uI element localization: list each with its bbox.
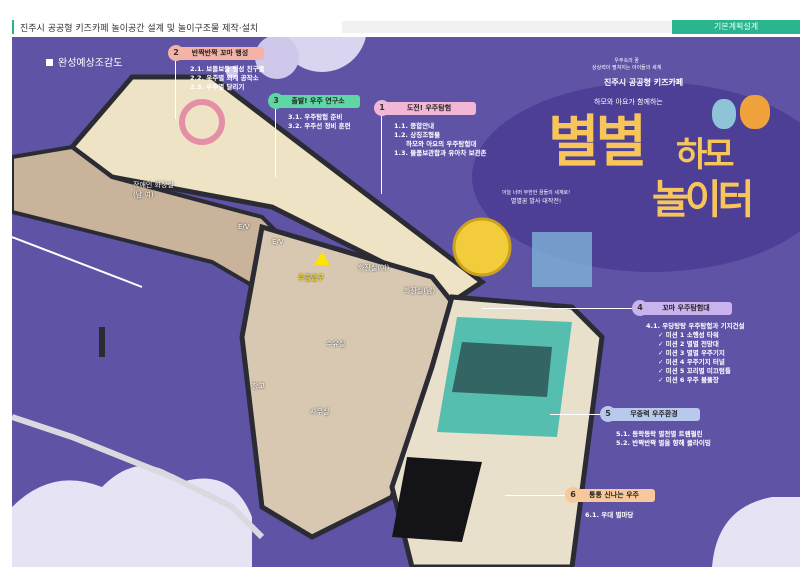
render-panel: 완성예상조감도 장애인 화장실 (남 여) E/V E/V 주출입구 화장실(여)… <box>12 37 800 567</box>
callout-title: 반짝반짝 꼬마 행성 <box>176 47 264 60</box>
callout-number: 2 <box>168 45 184 61</box>
header-strip <box>342 21 672 33</box>
room-restroom-m: 화장실(남) <box>404 287 436 295</box>
planet-tower <box>452 217 512 277</box>
logo-backdrop <box>472 82 800 272</box>
room-label: 장애인 화장실 <box>133 181 174 189</box>
callout-title: 출발! 우주 연구소 <box>276 95 360 108</box>
room-ev-2: E/V <box>272 238 284 246</box>
cloud-right <box>712 497 800 567</box>
decor-planet <box>278 37 366 72</box>
callout-title: 도전! 우주탐험 <box>382 102 476 115</box>
room-nursing: 수유실 <box>326 340 346 348</box>
callout-title: 통통 신나는 우주 <box>573 489 655 502</box>
building-render <box>12 37 800 567</box>
room-ev-1: E/V <box>238 223 250 231</box>
logo-sub: 하모와 아요가 함께하는 <box>594 98 663 106</box>
room-label-sub: (남 여) <box>133 191 154 199</box>
ball-pool <box>532 232 592 287</box>
header: 진주시 공공형 키즈카페 놀이공간 설계 및 놀이구조물 제작·설치 기본계획설… <box>12 20 800 34</box>
logo-title-1: 별별 <box>548 110 647 175</box>
header-accent-bar <box>12 20 14 34</box>
callout-number: 3 <box>268 93 284 109</box>
cloud-left <box>12 465 252 567</box>
callout-title: 꼬마 우주탐험대 <box>640 302 732 315</box>
callout-number: 6 <box>565 487 581 503</box>
room-restroom-f: 화장실(여) <box>358 264 390 272</box>
document-title: 진주시 공공형 키즈카페 놀이공간 설계 및 놀이구조물 제작·설치 <box>20 24 259 34</box>
logo-title-3: 놀이터 <box>652 177 754 223</box>
room-accessible-restroom: 장애인 화장실 (남 여) <box>133 180 174 200</box>
stage-badge: 기본계획설계 <box>672 20 800 34</box>
mascot-ayo-icon <box>740 95 770 129</box>
callout-title: 무중력 우주환경 <box>608 408 700 421</box>
logo-title-2: 하모 <box>676 135 735 175</box>
callout-items: 6.1. 우대 별마당 <box>585 511 634 519</box>
room-office: 사무실 <box>310 408 330 416</box>
callout-number: 4 <box>632 300 648 316</box>
entrance-triangle <box>314 252 330 265</box>
callout-number: 5 <box>600 406 616 422</box>
room-entrance: 주출입구 <box>298 274 324 282</box>
rainbow-arch <box>179 99 225 145</box>
logo-org: 진주시 공공형 키즈카페 <box>604 78 684 87</box>
railing <box>12 414 265 540</box>
mascot-hamo-icon <box>712 99 736 129</box>
logo-slogan: 아늘 너머 무한한 꿈들의 세계로!별별꿈 발사 대작전! <box>502 190 571 205</box>
room-storage: 창고 <box>252 382 265 390</box>
callout-items: 4.1. 우당탕탕 우주탐험과 기지건설✓ 미션 1 소행성 타워✓ 미션 2 … <box>646 322 745 384</box>
light-floor <box>392 457 482 542</box>
section-title: 완성예상조감도 <box>46 54 122 69</box>
callout-number: 1 <box>374 100 390 116</box>
